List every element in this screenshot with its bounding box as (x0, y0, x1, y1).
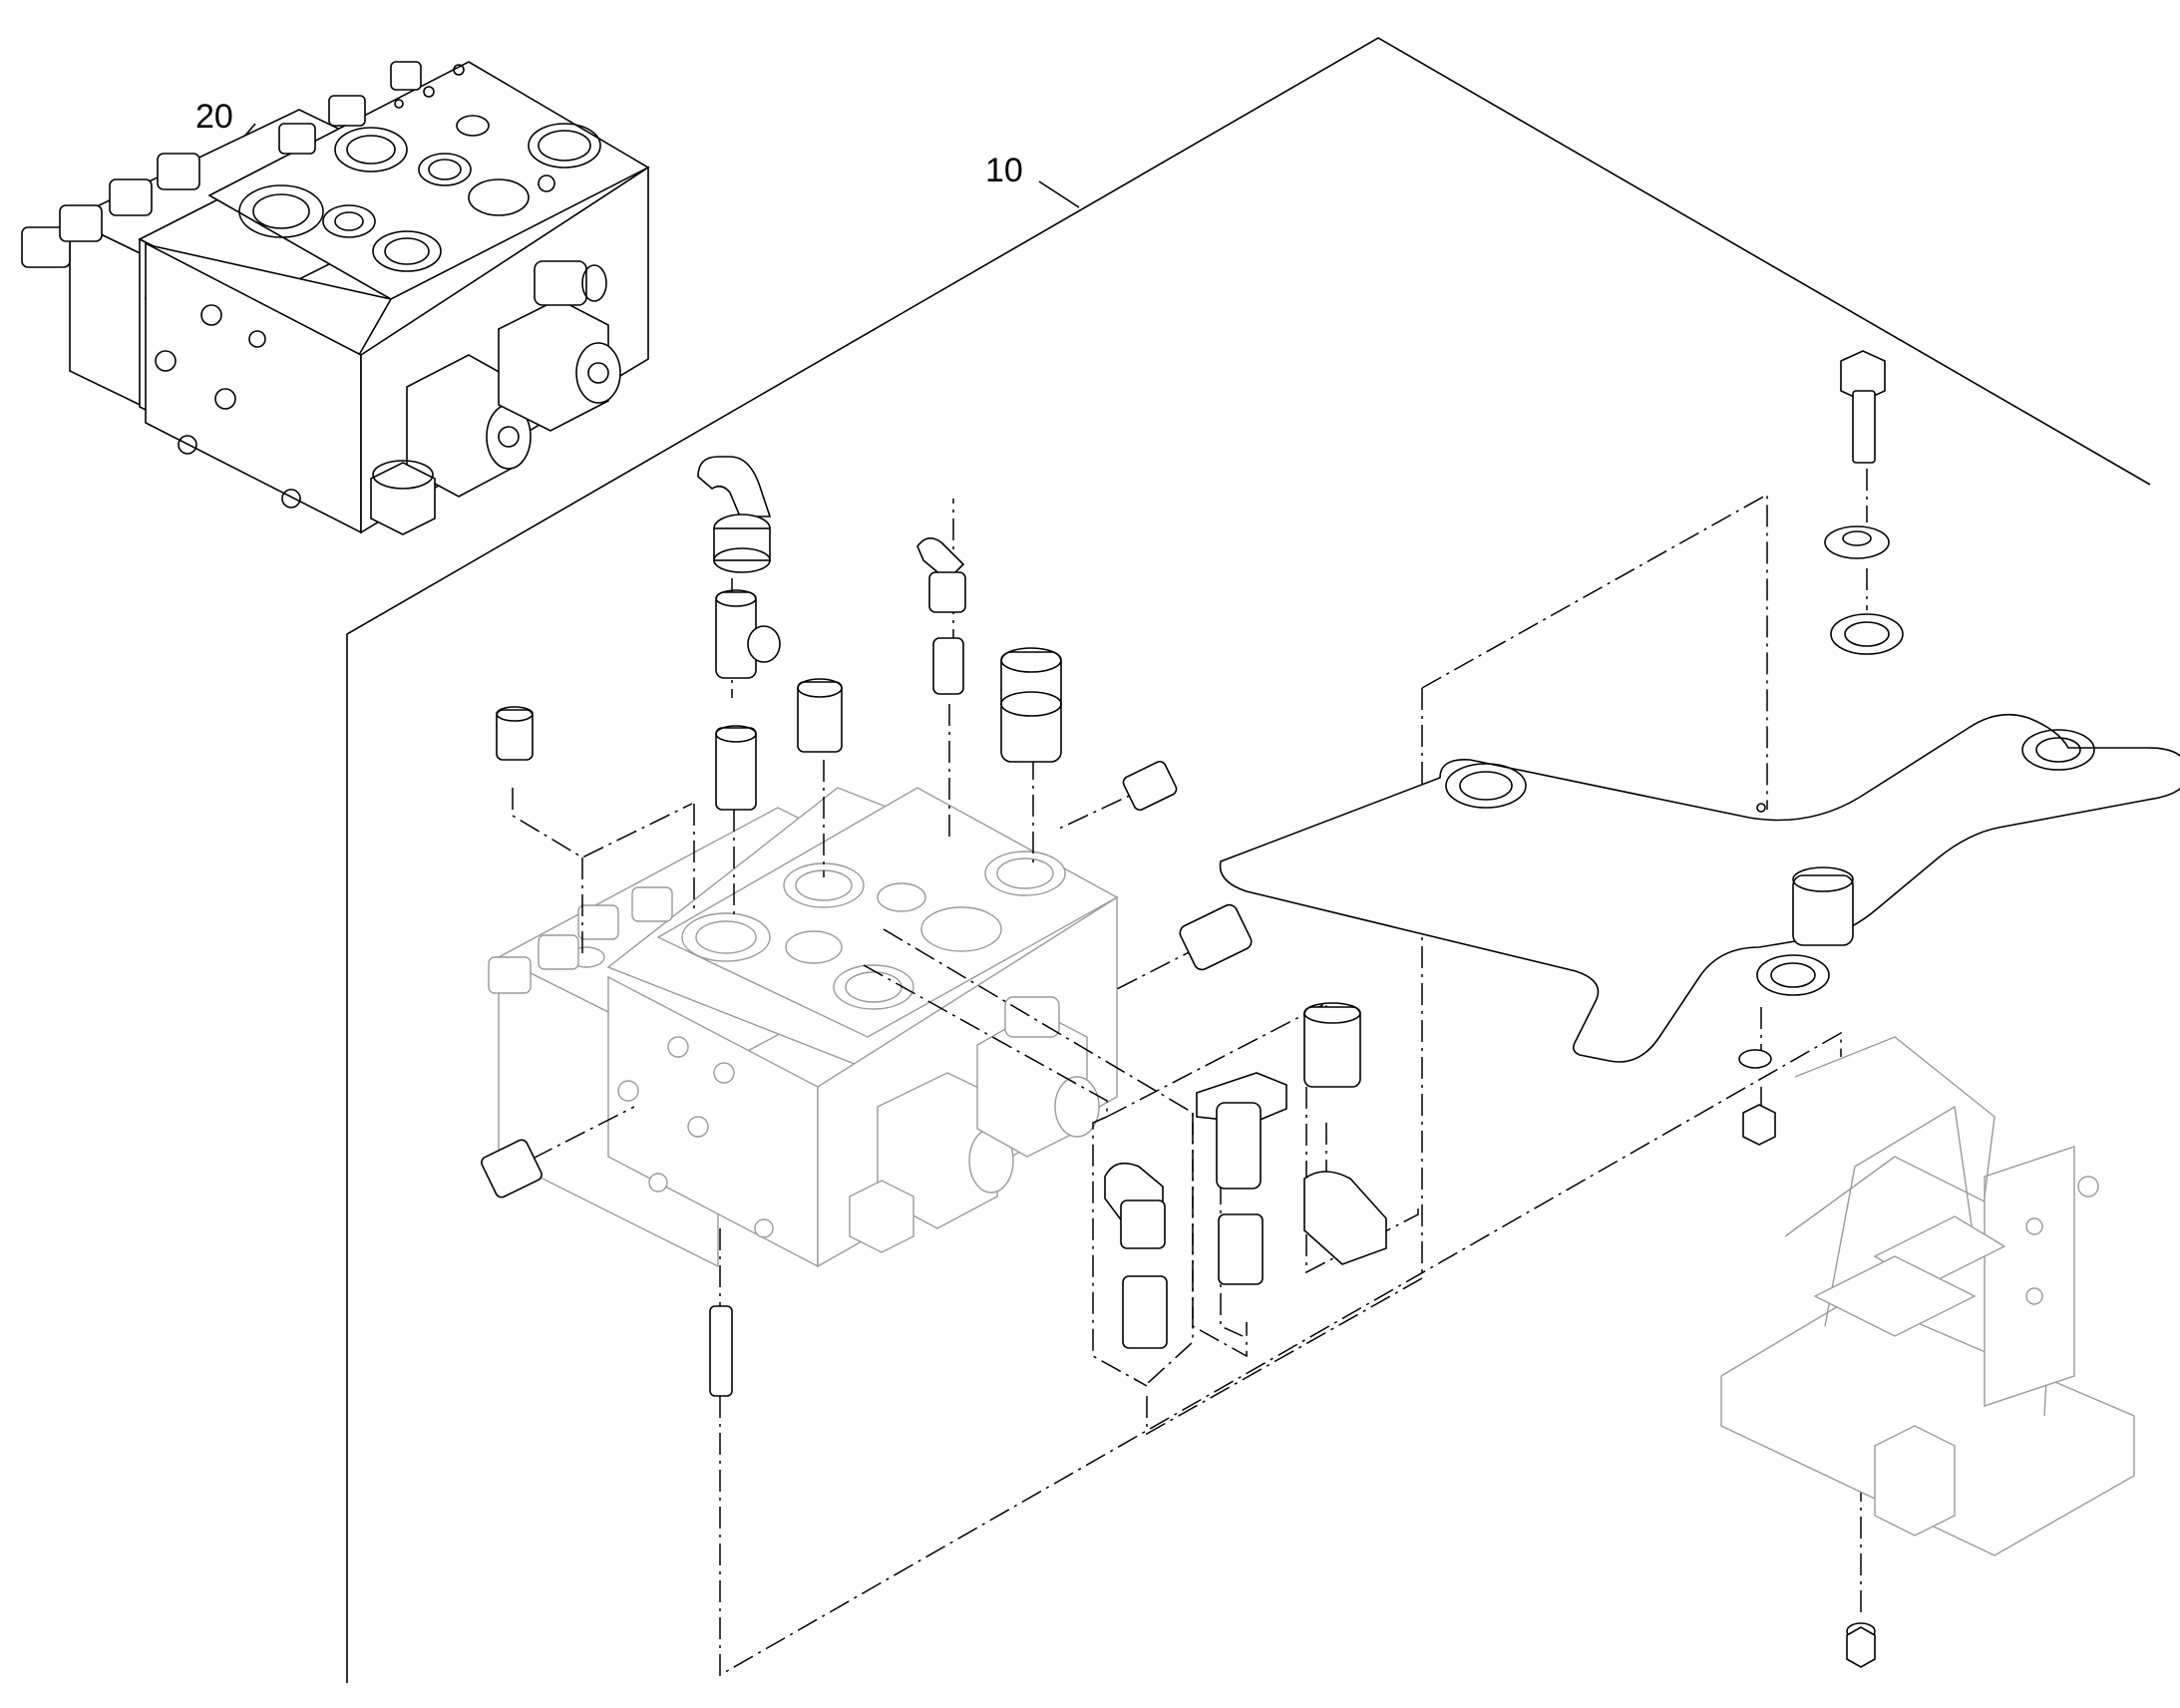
control-valve-assembled (21, 61, 650, 535)
fittings (481, 456, 1387, 1397)
callout-20: 20 (195, 98, 233, 136)
callout-10: 10 (985, 152, 1023, 189)
kit-boundary-line (346, 37, 2151, 1683)
callout-10-leader (1038, 180, 1080, 208)
mounting-plate (1219, 613, 2180, 1063)
frame-ghost (1720, 1036, 2135, 1556)
hardware-stack (1738, 350, 1890, 1668)
control-valve-ghost (488, 787, 1119, 1268)
